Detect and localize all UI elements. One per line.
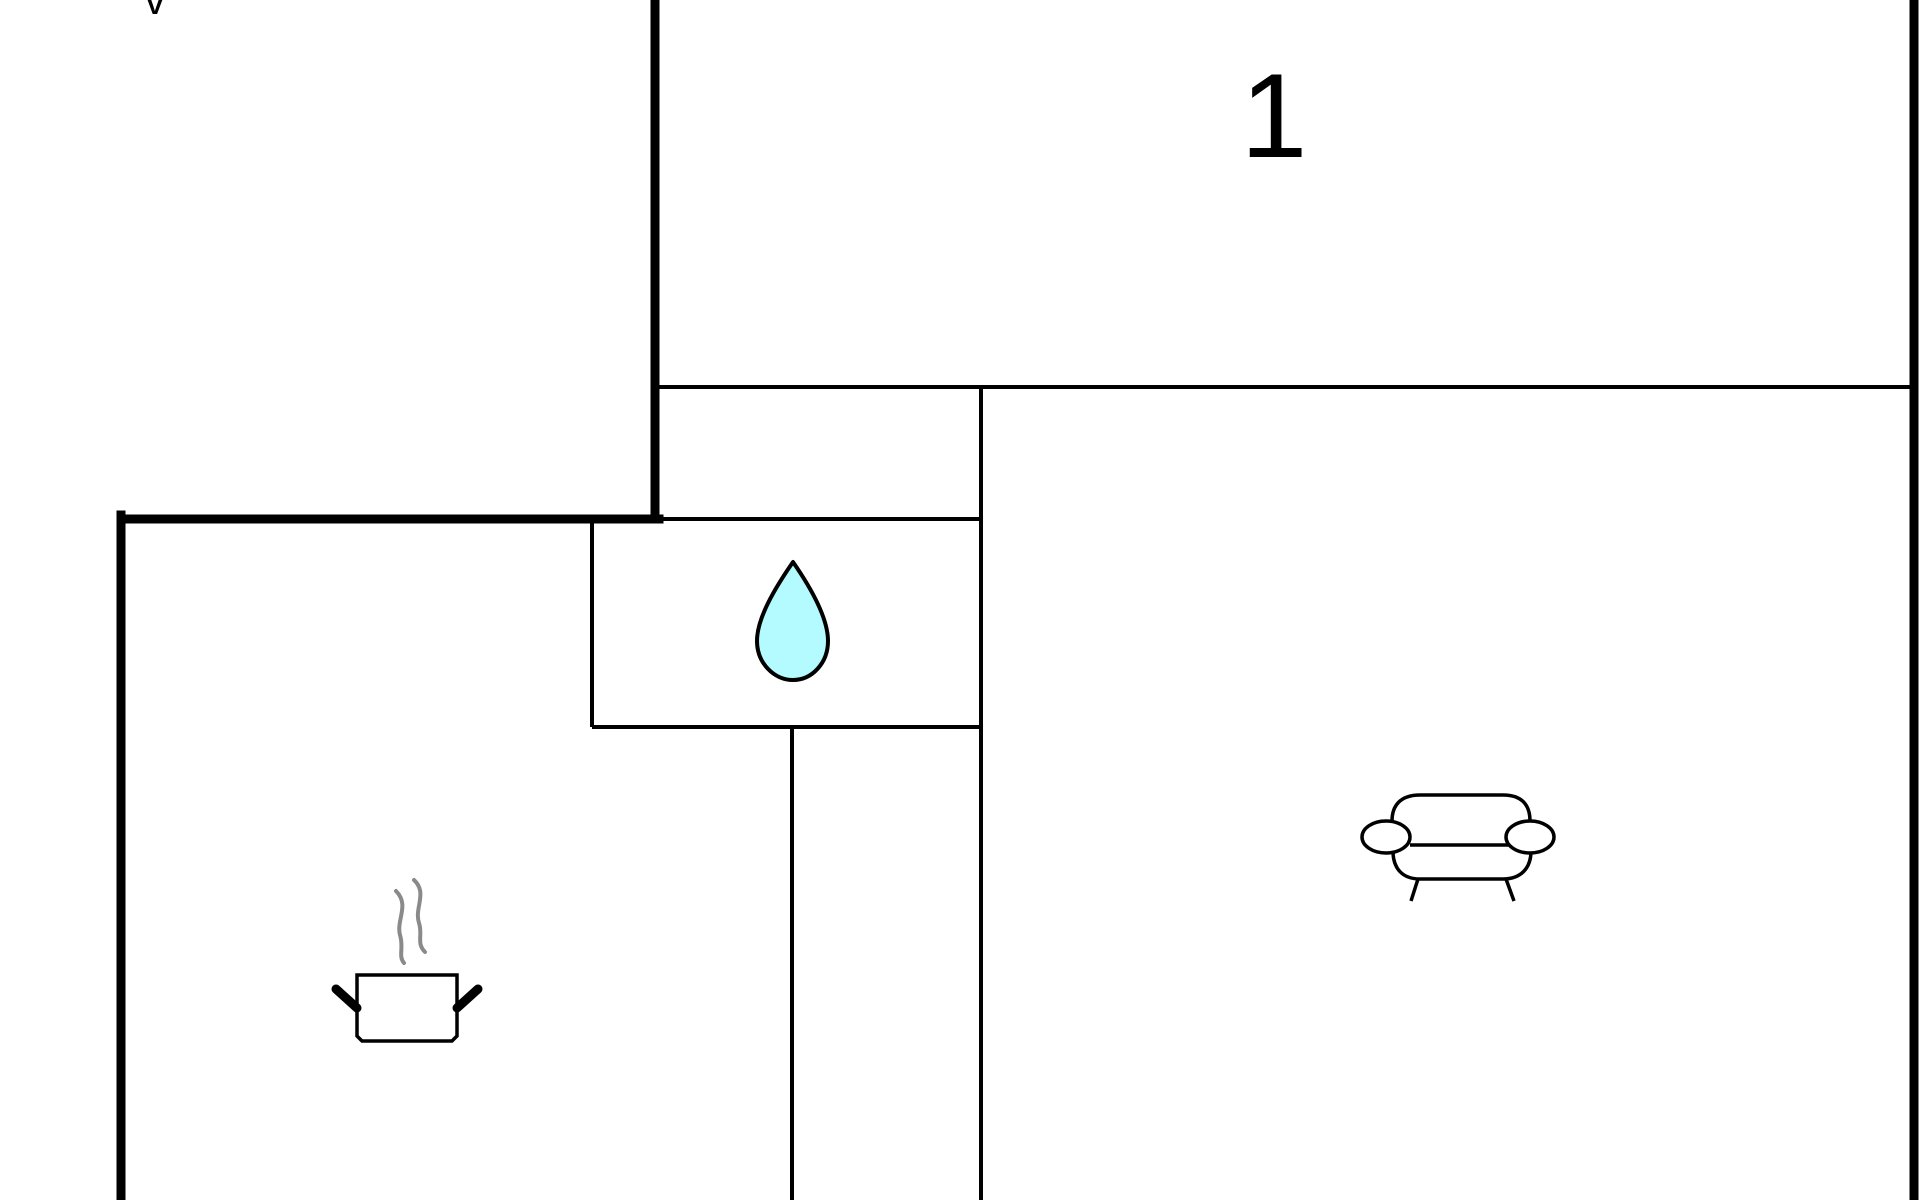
partial-label-top-left: v xyxy=(145,0,166,23)
steam-icon xyxy=(394,878,427,965)
cooking-pot-icon xyxy=(331,878,483,1043)
outer-walls xyxy=(116,0,1919,1200)
room-number-label: 1 xyxy=(1241,49,1308,183)
water-drop-icon xyxy=(755,560,830,682)
inner-walls xyxy=(590,385,1910,1200)
sofa-icon xyxy=(1360,793,1556,902)
